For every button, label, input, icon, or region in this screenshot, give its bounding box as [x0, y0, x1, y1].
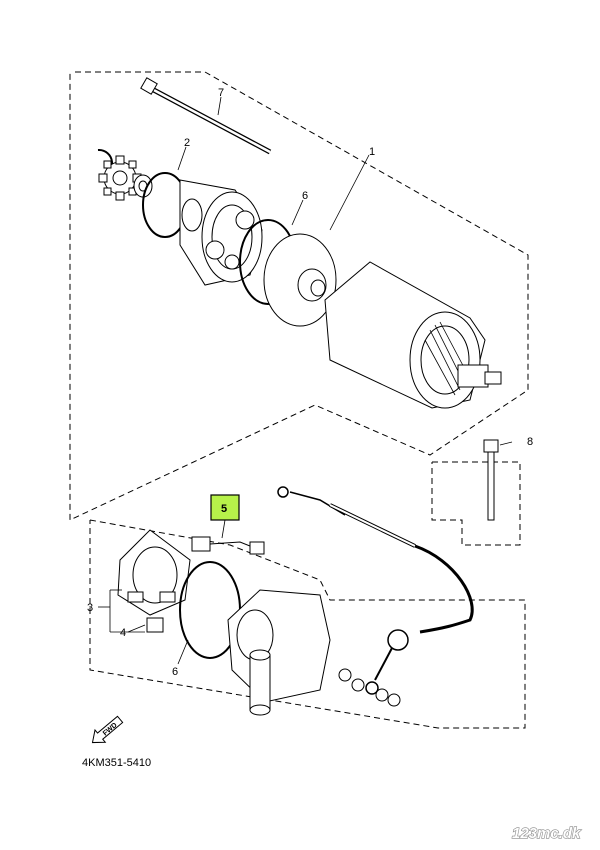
callout-1: 1: [369, 146, 375, 158]
brush-5: [191, 536, 265, 555]
callout-6-lower: 6: [172, 666, 178, 678]
callout-2: 2: [184, 137, 190, 149]
callout-5-highlight: [210, 494, 240, 521]
rear-cover: [227, 589, 331, 716]
brush-holder: [117, 529, 191, 616]
lead-wire: [277, 486, 474, 695]
leader-lines: [98, 96, 513, 665]
brush-terminal: [146, 617, 164, 633]
upper-assembly-outline: [69, 71, 529, 521]
callout-5: 5: [221, 503, 227, 515]
callout-3: 3: [87, 602, 93, 614]
callout-6-upper: 6: [302, 190, 308, 202]
armature: [324, 261, 502, 409]
callout-7: 7: [218, 87, 224, 99]
fwd-arrow-icon: FWD: [91, 715, 124, 744]
part-code: 4KM351-5410: [82, 757, 151, 769]
callout-4: 4: [120, 627, 126, 639]
nuts-washers: [338, 668, 401, 707]
seal-plate: [263, 233, 337, 327]
bolt-8: [483, 439, 499, 521]
callout-8: 8: [527, 436, 533, 448]
lower-assembly-outline: [89, 519, 526, 729]
through-bolt: [140, 77, 272, 155]
watermark: 123mc.dk: [512, 825, 581, 842]
bolt-bracket-outline: [431, 461, 521, 546]
gear-set: [97, 148, 153, 201]
front-cover: [179, 179, 263, 286]
